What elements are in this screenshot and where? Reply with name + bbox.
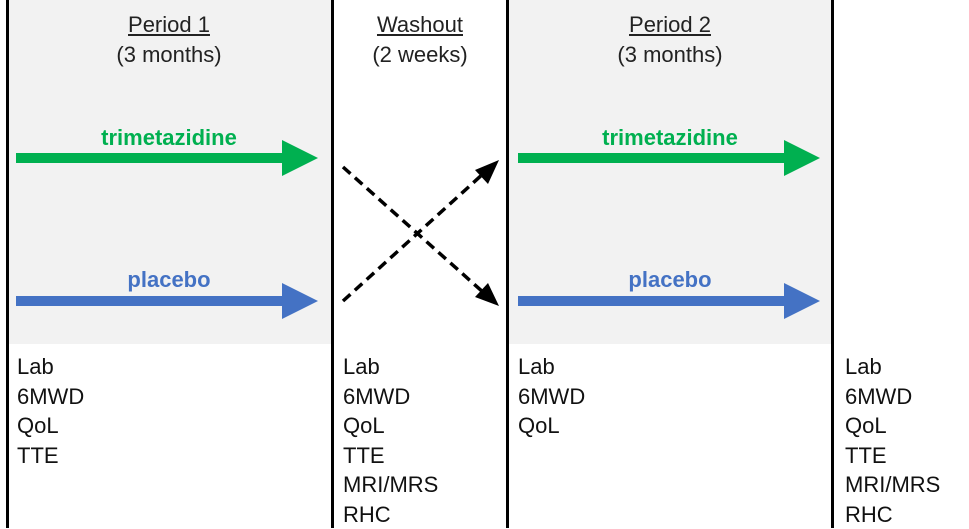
assessment-item: Lab bbox=[845, 352, 940, 382]
period-2-placebo-arrow bbox=[518, 283, 820, 319]
assessment-item: QoL bbox=[343, 411, 438, 441]
assessment-item: 6MWD bbox=[343, 382, 438, 412]
assessment-item: MRI/MRS bbox=[343, 470, 438, 500]
assessment-item: QoL bbox=[845, 411, 940, 441]
assessment-item: 6MWD bbox=[845, 382, 940, 412]
assessment-item: 6MWD bbox=[518, 382, 585, 412]
assessment-item: TTE bbox=[343, 441, 438, 471]
assessment-item: QoL bbox=[17, 411, 84, 441]
assessment-item: MRI/MRS bbox=[845, 470, 940, 500]
assessment-item: TTE bbox=[845, 441, 940, 471]
assessment-item: QoL bbox=[518, 411, 585, 441]
period-1-placebo-arrow bbox=[16, 283, 318, 319]
assessments-after-period-2: Lab 6MWD QoL TTE MRI/MRS RHC bbox=[845, 352, 940, 529]
assessments-after-period-1: Lab 6MWD QoL TTE MRI/MRS RHC bbox=[343, 352, 438, 529]
crossover-arrow-down bbox=[343, 167, 499, 306]
period-2-trimetazidine-arrow bbox=[518, 140, 820, 176]
assessment-item: 6MWD bbox=[17, 382, 84, 412]
period-1-trimetazidine-arrow bbox=[16, 140, 318, 176]
assessments-after-washout: Lab 6MWD QoL bbox=[518, 352, 585, 441]
assessment-item: RHC bbox=[845, 500, 940, 529]
assessment-item: Lab bbox=[343, 352, 438, 382]
assessment-item: TTE bbox=[17, 441, 84, 471]
assessment-item: Lab bbox=[17, 352, 84, 382]
assessment-item: RHC bbox=[343, 500, 438, 529]
assessments-baseline: Lab 6MWD QoL TTE bbox=[17, 352, 84, 470]
crossover-arrow-up bbox=[343, 160, 499, 301]
assessment-item: Lab bbox=[518, 352, 585, 382]
